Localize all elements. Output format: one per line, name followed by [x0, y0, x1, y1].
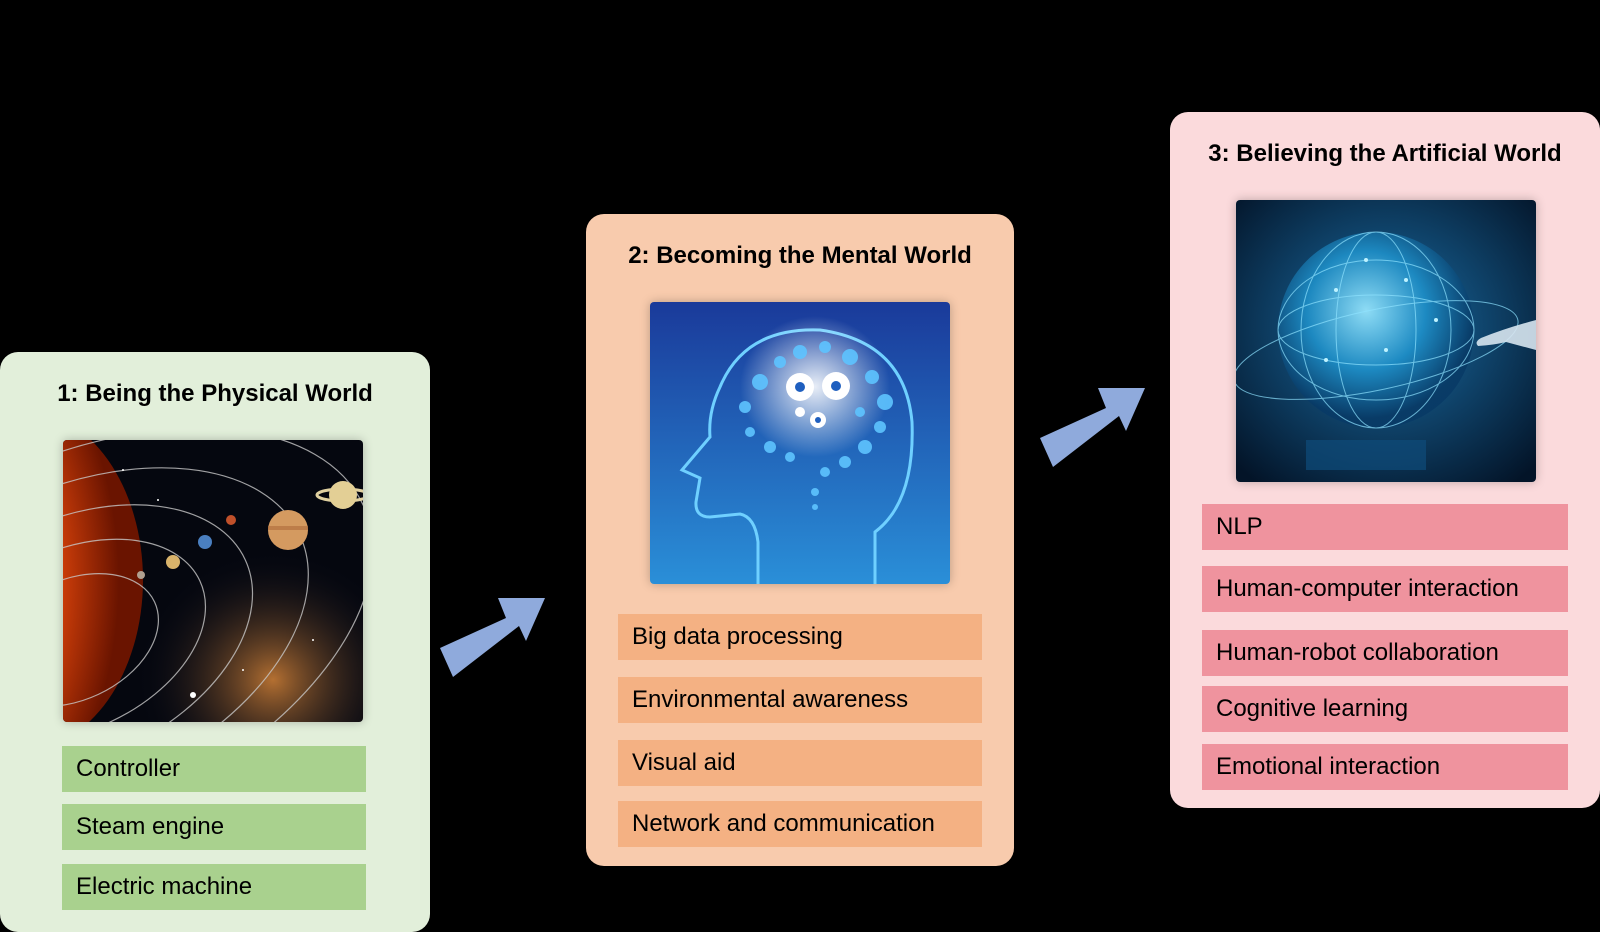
- stage-1-title: 1: Being the Physical World: [57, 380, 373, 407]
- stage-2-item: Environmental awareness: [618, 677, 982, 723]
- stage-1-item: Electric machine: [62, 864, 366, 910]
- stage-3-item: Cognitive learning: [1202, 686, 1568, 732]
- stage-3-item: Human-computer interaction: [1202, 566, 1568, 612]
- stage-3-item: Emotional interaction: [1202, 744, 1568, 790]
- digital-globe-icon: [1236, 200, 1536, 482]
- stage-2-card: 2: Becoming the Mental World: [586, 214, 1014, 866]
- stage-2-item: Big data processing: [618, 614, 982, 660]
- stage-1-card: 1: Being the Physical World: [0, 352, 430, 932]
- brain-gears-icon: [650, 302, 950, 584]
- stage-1-item: Steam engine: [62, 804, 366, 850]
- right-up-arrow-icon: [440, 598, 545, 677]
- stage-3-item: Human-robot collaboration: [1202, 630, 1568, 676]
- stage-1-item: Controller: [62, 746, 366, 792]
- stage-2-item: Visual aid: [618, 740, 982, 786]
- solar-system-icon: [63, 440, 363, 722]
- stage-3-item: NLP: [1202, 504, 1568, 550]
- stage-3-card: 3: Believing the Artificial World: [1170, 112, 1600, 808]
- stage-3-title: 3: Believing the Artificial World: [1208, 140, 1562, 167]
- right-up-arrow-icon: [1040, 388, 1145, 467]
- stage-2-title: 2: Becoming the Mental World: [628, 242, 972, 269]
- stage-2-item: Network and communication: [618, 801, 982, 847]
